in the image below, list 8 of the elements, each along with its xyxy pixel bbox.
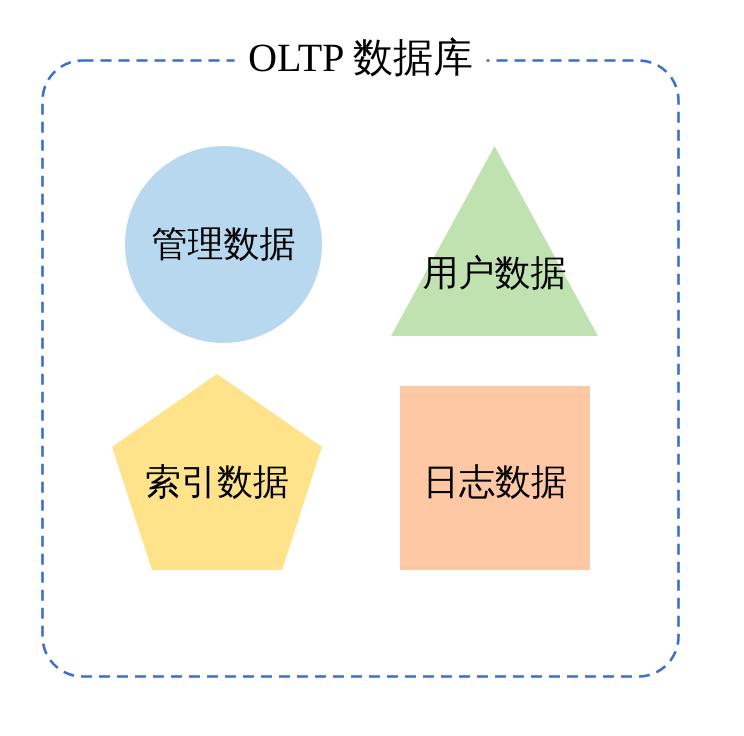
node-label: 索引数据 — [145, 460, 289, 504]
node-label: 日志数据 — [423, 460, 567, 504]
triangle-node — [391, 146, 598, 336]
square-node — [400, 386, 590, 570]
node-label: 用户数据 — [422, 252, 566, 296]
circle-node — [125, 146, 322, 343]
node-label: 管理数据 — [152, 223, 296, 267]
pentagon-node — [112, 374, 322, 570]
